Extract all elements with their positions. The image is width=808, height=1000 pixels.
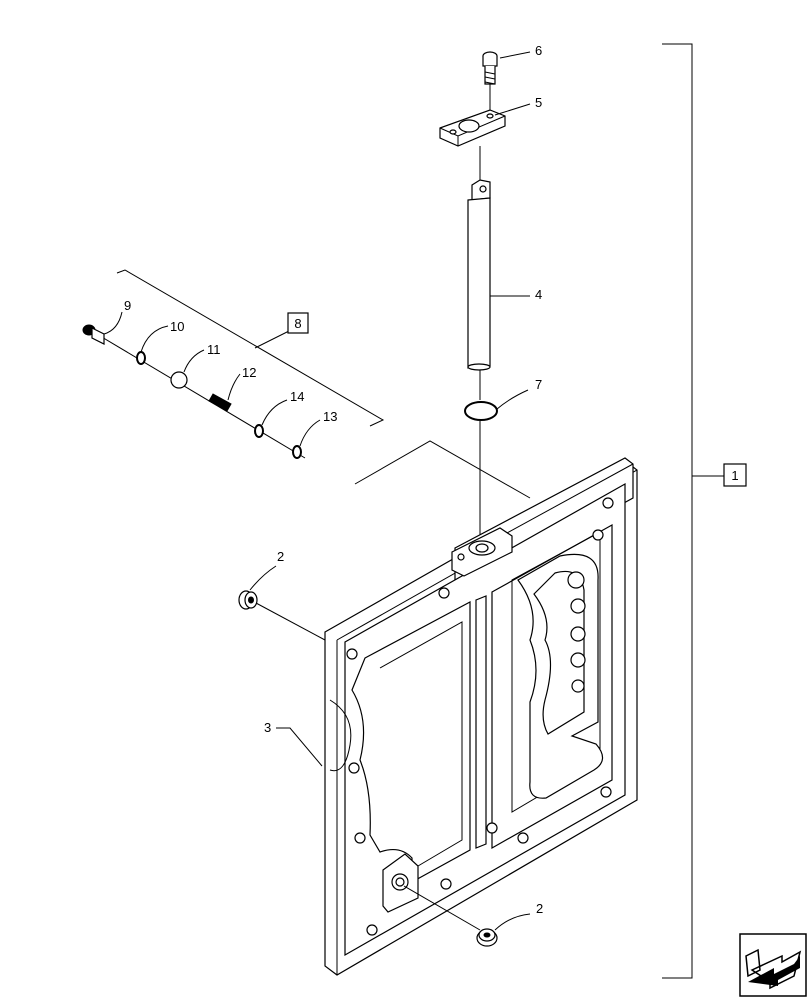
- label-12[interactable]: 12: [242, 365, 256, 380]
- label-4[interactable]: 4: [535, 287, 542, 302]
- label-2-upper[interactable]: 2: [277, 549, 284, 564]
- arrow-icon[interactable]: [739, 933, 807, 997]
- o-ring-part-7: 7: [464, 377, 542, 550]
- label-7[interactable]: 7: [535, 377, 542, 392]
- label-3[interactable]: 3: [264, 720, 271, 735]
- detent-kit-group-8: 8 9 10 11 12 14 13: [82, 269, 531, 499]
- plug-part-2-lower: 2: [403, 885, 543, 947]
- label-13[interactable]: 13: [323, 409, 337, 424]
- plug-part-2-upper: 2: [238, 549, 326, 641]
- label-8[interactable]: 8: [294, 316, 301, 331]
- label-9[interactable]: 9: [124, 298, 131, 313]
- label-1[interactable]: 1: [731, 468, 738, 483]
- label-2-lower[interactable]: 2: [536, 901, 543, 916]
- label-11[interactable]: 11: [207, 342, 221, 357]
- label-14[interactable]: 14: [290, 389, 304, 404]
- cover-plate-part-3: 3: [264, 457, 638, 976]
- label-10[interactable]: 10: [170, 319, 184, 334]
- screw-part-6: 6: [482, 43, 542, 112]
- shaft-part-4: 4: [467, 179, 542, 400]
- assembly-bracket: 1: [662, 43, 747, 979]
- label-6[interactable]: 6: [535, 43, 542, 58]
- clamp-plate-part-5: 5: [439, 95, 542, 182]
- label-5[interactable]: 5: [535, 95, 542, 110]
